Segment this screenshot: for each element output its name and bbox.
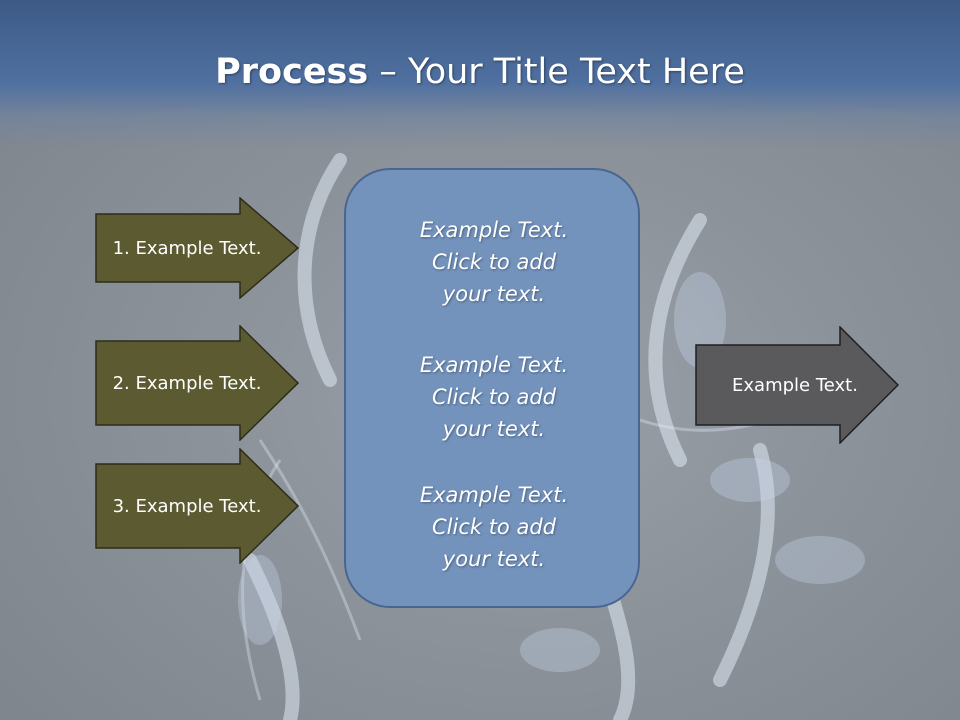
block-line-1: Example Text.	[419, 218, 569, 242]
block-line-3: your text.	[442, 282, 546, 306]
arrow-step-1[interactable]: 1. Example Text.	[95, 197, 299, 299]
block-line-1: Example Text.	[419, 483, 569, 507]
arrow-shape	[695, 326, 899, 444]
arrow-step-3-label: 3. Example Text.	[112, 495, 262, 517]
block-line-2: Click to add	[431, 515, 556, 539]
block-line-2: Click to add	[431, 385, 556, 409]
block-line-2: Click to add	[431, 250, 556, 274]
center-text-block-2: Example Text. Click to add your text.	[346, 349, 642, 445]
center-text-block-1: Example Text. Click to add your text.	[346, 214, 642, 310]
arrow-step-3[interactable]: 3. Example Text.	[95, 448, 299, 564]
arrow-step-1-label: 1. Example Text.	[112, 237, 262, 259]
title-rest: – Your Title Text Here	[368, 52, 745, 92]
arrow-shape	[95, 448, 299, 564]
title-bold: Process	[215, 52, 369, 92]
block-line-3: your text.	[442, 547, 546, 571]
arrow-output-label: Example Text.	[732, 374, 858, 396]
arrow-output[interactable]: Example Text.	[695, 326, 899, 444]
arrow-step-2[interactable]: 2. Example Text.	[95, 325, 299, 441]
center-text-block-3: Example Text. Click to add your text.	[346, 479, 642, 575]
arrow-shape	[95, 197, 299, 299]
arrow-step-2-label: 2. Example Text.	[112, 372, 262, 394]
title-bar	[0, 0, 960, 150]
arrow-shape	[95, 325, 299, 441]
block-line-1: Example Text.	[419, 353, 569, 377]
center-text-box[interactable]: Example Text. Click to add your text. Ex…	[344, 168, 640, 608]
block-line-3: your text.	[442, 417, 546, 441]
slide-title[interactable]: Process – Your Title Text Here	[0, 52, 960, 92]
